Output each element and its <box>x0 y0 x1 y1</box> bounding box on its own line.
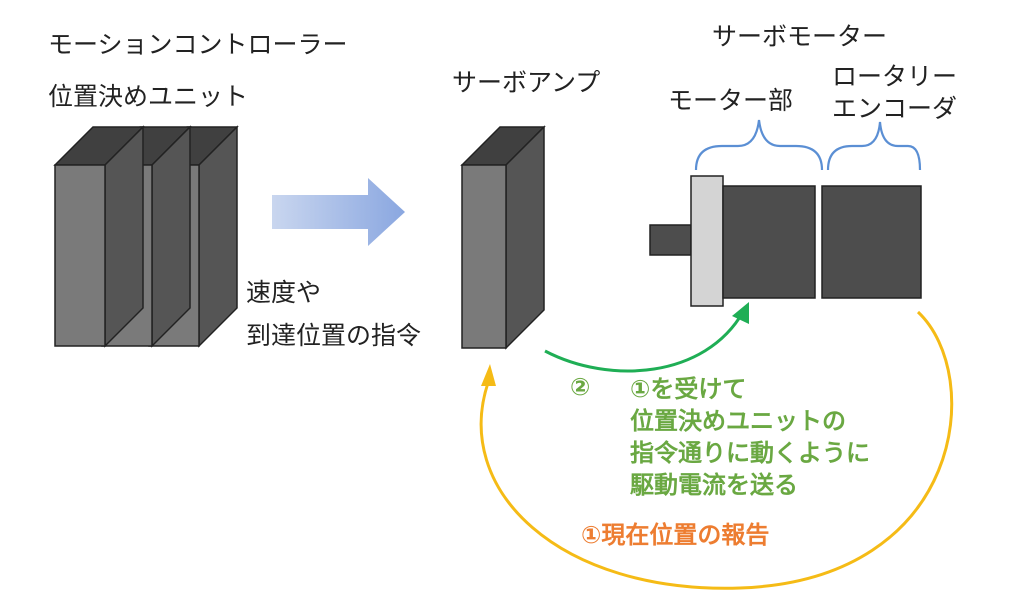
controller-label-line2: 位置決めユニット <box>48 82 249 111</box>
motor-part-label: モーター部 <box>668 86 794 115</box>
motor-flange <box>690 175 724 307</box>
encoder-brace <box>826 121 922 171</box>
drive-current-arrow <box>544 311 745 373</box>
encoder-label-line1: ロータリー <box>832 62 958 91</box>
motor-shaft <box>649 224 692 256</box>
controller-label-line1: モーションコントローラー <box>48 30 348 59</box>
position-feedback-arrow <box>479 310 954 590</box>
step2-description: ①を受けて 位置決めユニットの 指令通りに動くように 駆動電流を送る <box>630 375 870 499</box>
servo-amp-block <box>460 125 546 350</box>
servo-amp-label: サーボアンプ <box>452 68 601 97</box>
motor-part-brace <box>694 119 824 171</box>
encoder-body <box>821 185 922 299</box>
drive-current-arrowhead <box>732 302 749 324</box>
controller-unit-1 <box>53 125 145 348</box>
step1-description: ①現在位置の報告 <box>581 521 770 549</box>
encoder-label-line2: エンコーダ <box>832 94 958 123</box>
motor-body <box>722 185 816 299</box>
servo-motor <box>649 175 922 307</box>
servo-motor-label: サーボモーター <box>712 22 888 51</box>
command-label-line1: 速度や <box>246 278 322 307</box>
step2-marker: ② <box>570 373 591 401</box>
command-flow-arrow <box>272 178 405 246</box>
position-feedback-arrowhead <box>481 364 496 386</box>
command-label-line2: 到達位置の指令 <box>246 321 422 350</box>
